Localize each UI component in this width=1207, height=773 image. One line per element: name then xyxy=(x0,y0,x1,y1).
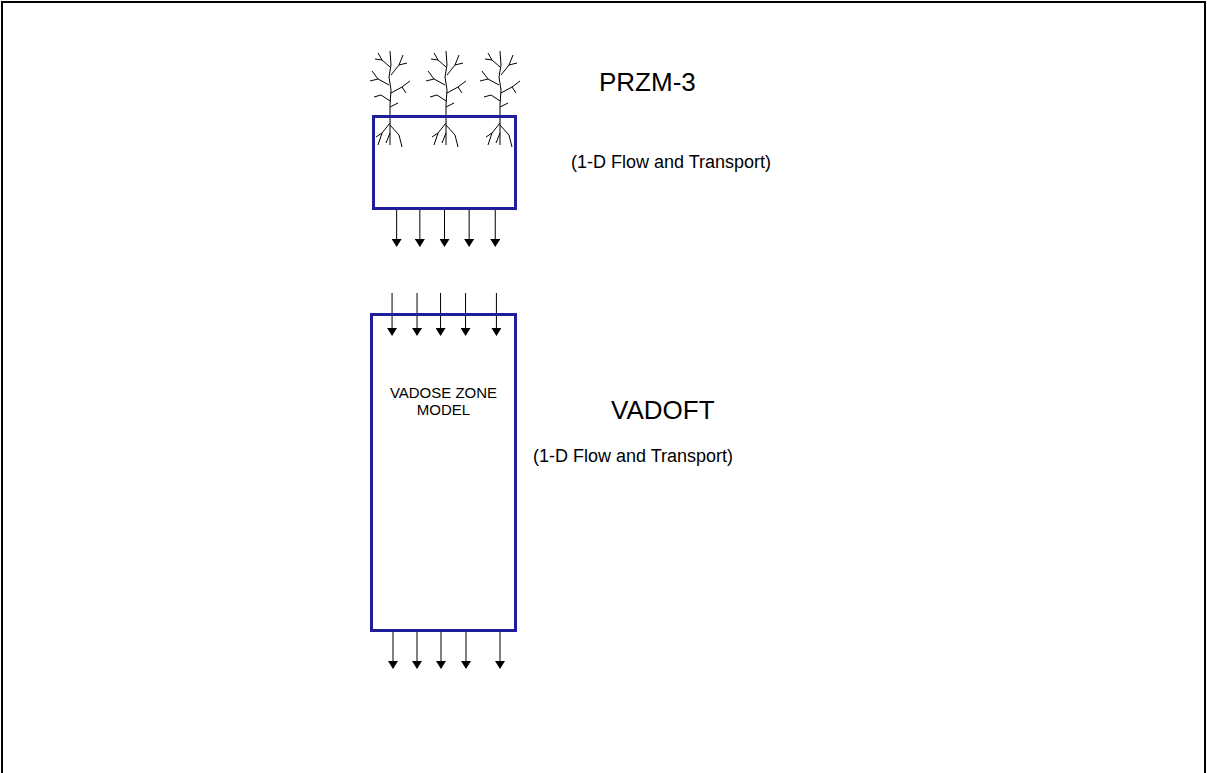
model-name: PRZM-3 xyxy=(599,68,696,98)
model-description: (1-D Flow and Transport) xyxy=(571,152,771,173)
model-description: (1-D Flow and Transport) xyxy=(533,446,733,467)
model-name: VADOFT xyxy=(611,396,715,426)
root-zone-box: PRZM-3(1-D Flow and Transport) xyxy=(372,115,517,210)
flux-arrows xyxy=(392,210,496,335)
box-label: VADOSE ZONE MODEL xyxy=(381,384,506,419)
vadose-zone-box: VADOSE ZONE MODELVADOFT(1-D Flow and Tra… xyxy=(370,313,517,632)
